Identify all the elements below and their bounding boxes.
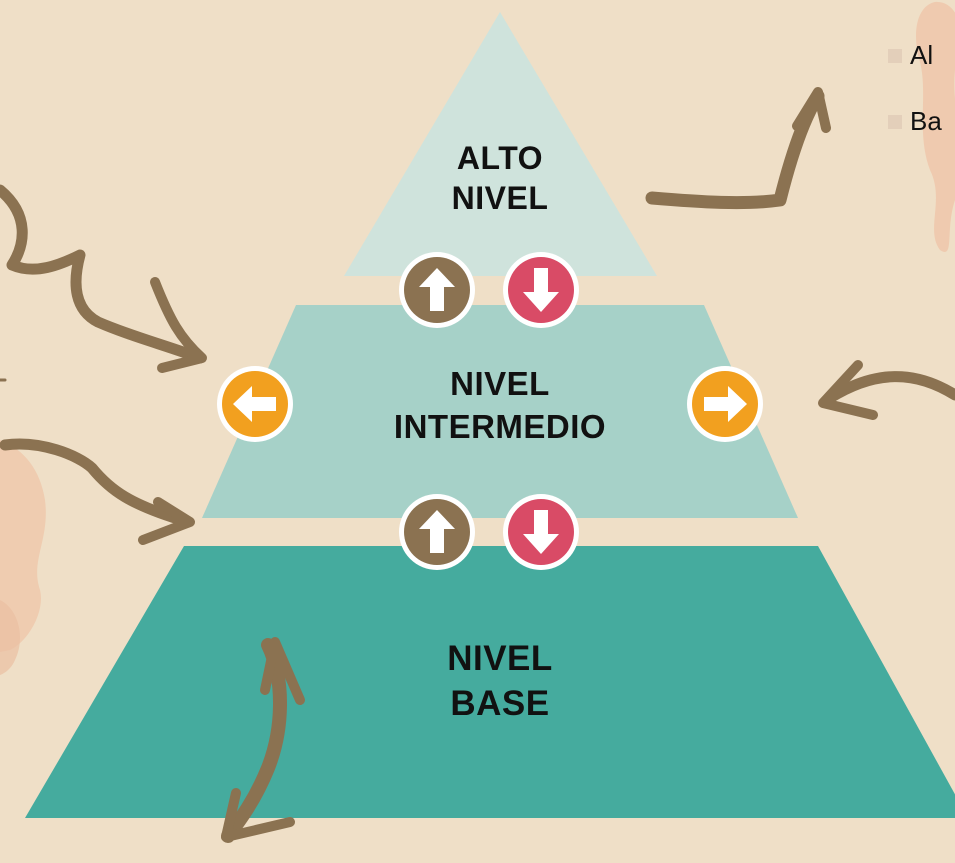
move-down-button-middle[interactable] (502, 493, 580, 571)
move-up-button-top[interactable] (398, 251, 476, 329)
arrow-bottom-double (221, 638, 287, 843)
legend-label: Al (910, 40, 934, 70)
move-right-button[interactable] (686, 365, 764, 443)
legend-item: Al (888, 40, 933, 70)
top-level-line1: ALTO (456, 140, 544, 176)
arrow-left-upper-head (150, 277, 207, 373)
middle-level-line2: INTERMEDIO (393, 408, 607, 445)
legend-swatch (888, 115, 902, 129)
base-level-line2: BASE (450, 684, 550, 723)
move-left-button[interactable] (216, 365, 294, 443)
arrow-left-upper (0, 184, 206, 364)
arrow-top-right-head (792, 87, 831, 133)
arrow-right-side-head (818, 360, 878, 420)
watercolor-blot-left (0, 440, 46, 652)
legend-label: Ba (910, 106, 942, 136)
arrow-top-right (645, 89, 825, 210)
pyramid-base-tier (25, 546, 955, 818)
pyramid-middle-tier (202, 305, 798, 518)
arrow-left-icon (217, 366, 293, 442)
arrow-down-icon (503, 252, 579, 328)
base-level-label: NIVEL BASE (380, 636, 620, 726)
legend-swatch (888, 49, 902, 63)
watercolor-blot-right (915, 1, 955, 252)
move-up-button-middle[interactable] (398, 493, 476, 571)
brush-arrows (0, 87, 955, 843)
arrow-down-icon (503, 494, 579, 570)
move-down-button-top[interactable] (502, 251, 580, 329)
arrow-bottom-head-up (260, 637, 305, 705)
top-level-label: ALTO NIVEL (395, 138, 605, 218)
arrow-up-icon (399, 252, 475, 328)
middle-level-line1: NIVEL (450, 365, 550, 402)
top-level-line2: NIVEL (451, 180, 549, 216)
arrow-left-lower (0, 438, 194, 528)
arrow-up-icon (399, 494, 475, 570)
middle-level-label: NIVEL INTERMEDIO (300, 362, 700, 448)
legend-item: Ba (888, 106, 942, 136)
arrow-right-icon (687, 366, 763, 442)
watercolor-blot-left-bottom (0, 600, 20, 675)
arrow-left-lower-head (138, 497, 195, 545)
pyramid-top-tier (344, 12, 657, 276)
arrow-right-side (824, 371, 955, 404)
arrow-bottom-head-down (221, 788, 295, 842)
base-level-line1: NIVEL (447, 639, 553, 678)
